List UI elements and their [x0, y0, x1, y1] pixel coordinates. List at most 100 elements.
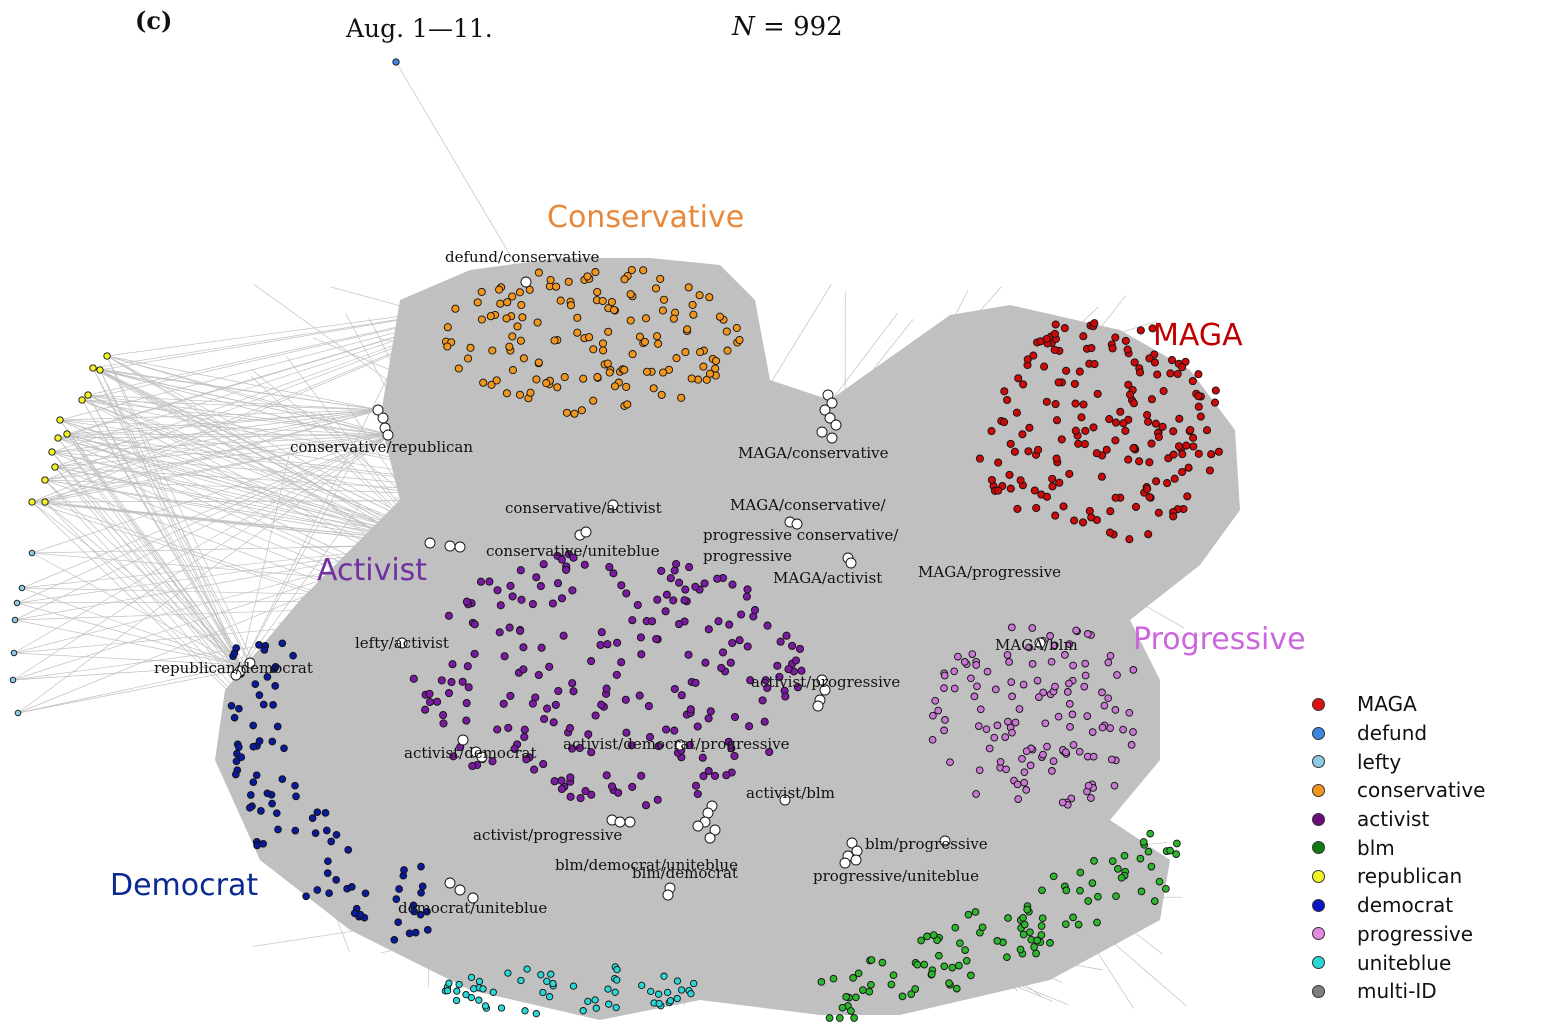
edge-line — [549, 563, 711, 821]
progressive-node — [1028, 624, 1037, 632]
democrat-node — [417, 888, 425, 897]
legend-swatch — [1312, 726, 1325, 740]
activist-node — [505, 623, 514, 632]
edge-line — [395, 61, 527, 283]
activist-node — [782, 631, 791, 640]
activist-node — [433, 697, 442, 706]
blm-node — [1046, 939, 1054, 947]
blm-node — [1023, 905, 1032, 914]
edge-line — [659, 290, 969, 891]
conservative-node — [605, 368, 614, 377]
multi-id-node — [454, 884, 466, 896]
edge-line — [709, 819, 982, 827]
activist-node — [742, 592, 751, 601]
progressive-node — [1104, 658, 1113, 667]
maga-node — [1005, 470, 1014, 479]
edge-line — [17, 434, 391, 714]
conservative-node — [607, 297, 616, 307]
conservative-node — [570, 409, 579, 418]
conservative-node — [681, 348, 690, 357]
republican-node — [63, 430, 71, 438]
edge-line — [844, 559, 1135, 1009]
conservative-node — [477, 287, 486, 296]
edge-line — [21, 587, 241, 666]
activist-node — [528, 600, 537, 609]
maga-node — [1105, 528, 1115, 537]
democrat-node — [311, 829, 320, 837]
activist-node — [557, 555, 566, 564]
blm-node — [1076, 868, 1085, 877]
democrat-node — [255, 737, 264, 745]
maga-node — [987, 475, 996, 485]
activist-node — [506, 581, 515, 590]
edge-line — [239, 536, 781, 671]
conservative-node — [641, 314, 651, 323]
progressive-node — [1018, 754, 1026, 763]
blm-node — [835, 1014, 844, 1022]
group-label-democrat: Democrat — [110, 868, 259, 903]
progressive-node — [1066, 723, 1074, 731]
edge-line — [44, 499, 601, 503]
edge-line — [459, 424, 652, 891]
maga-node — [1111, 333, 1120, 342]
blm-node — [927, 970, 936, 979]
progressive-node — [1035, 693, 1043, 701]
blm-node — [952, 984, 961, 993]
edge-line — [819, 419, 985, 881]
conservative-node — [553, 383, 562, 392]
activist-node — [717, 663, 726, 672]
lefty-node — [14, 709, 22, 717]
lefty-node — [13, 599, 21, 607]
blm-node — [1114, 865, 1122, 873]
edge-line — [99, 299, 521, 371]
activist-node — [698, 753, 707, 762]
maga-node — [1186, 425, 1195, 435]
activist-node — [746, 676, 755, 685]
multi-id-node — [839, 857, 851, 869]
edge-line — [51, 451, 701, 721]
progressive-node — [1081, 659, 1090, 668]
edge-line — [239, 669, 813, 829]
blm-node — [1093, 918, 1101, 927]
maga-node — [1065, 469, 1074, 478]
edge-line — [31, 409, 381, 503]
activist-node — [637, 771, 646, 780]
activist-node — [444, 611, 453, 620]
multi-id-node — [851, 845, 863, 857]
maga-node — [1170, 474, 1179, 483]
blm-node — [920, 960, 929, 969]
activist-node — [775, 672, 784, 681]
edge-line — [709, 761, 1003, 821]
blm-node — [955, 961, 963, 970]
group-label-conservative: Conservative — [547, 200, 745, 235]
edge-line — [299, 544, 431, 785]
progressive-node — [1046, 632, 1054, 640]
conservative-node — [583, 272, 592, 281]
activist-node — [548, 599, 557, 608]
blm-node — [1172, 850, 1181, 858]
edge-line — [819, 689, 1163, 955]
maga-node — [1032, 503, 1041, 513]
conservative-node — [486, 312, 495, 321]
activist-node — [540, 714, 549, 724]
maga-node — [1102, 445, 1111, 454]
blm-node — [1062, 886, 1071, 895]
legend-label: defund — [1357, 721, 1428, 746]
legend-swatch — [1312, 869, 1325, 883]
activist-node — [554, 686, 563, 696]
activist-node — [666, 574, 675, 583]
blm-node — [1112, 892, 1120, 901]
maga-node — [1090, 360, 1099, 369]
progressive-node — [970, 692, 979, 701]
multi-id-node — [674, 739, 686, 751]
edge-line — [441, 559, 846, 773]
edge-line — [31, 501, 301, 761]
conservative-node — [684, 283, 693, 292]
progressive-node — [1020, 768, 1029, 777]
activist-node — [704, 625, 713, 634]
edge-line — [239, 541, 638, 671]
blm-node — [859, 986, 867, 994]
progressive-node — [1008, 728, 1016, 737]
legend-label: MAGA — [1357, 692, 1417, 717]
democrat-node — [272, 809, 281, 818]
